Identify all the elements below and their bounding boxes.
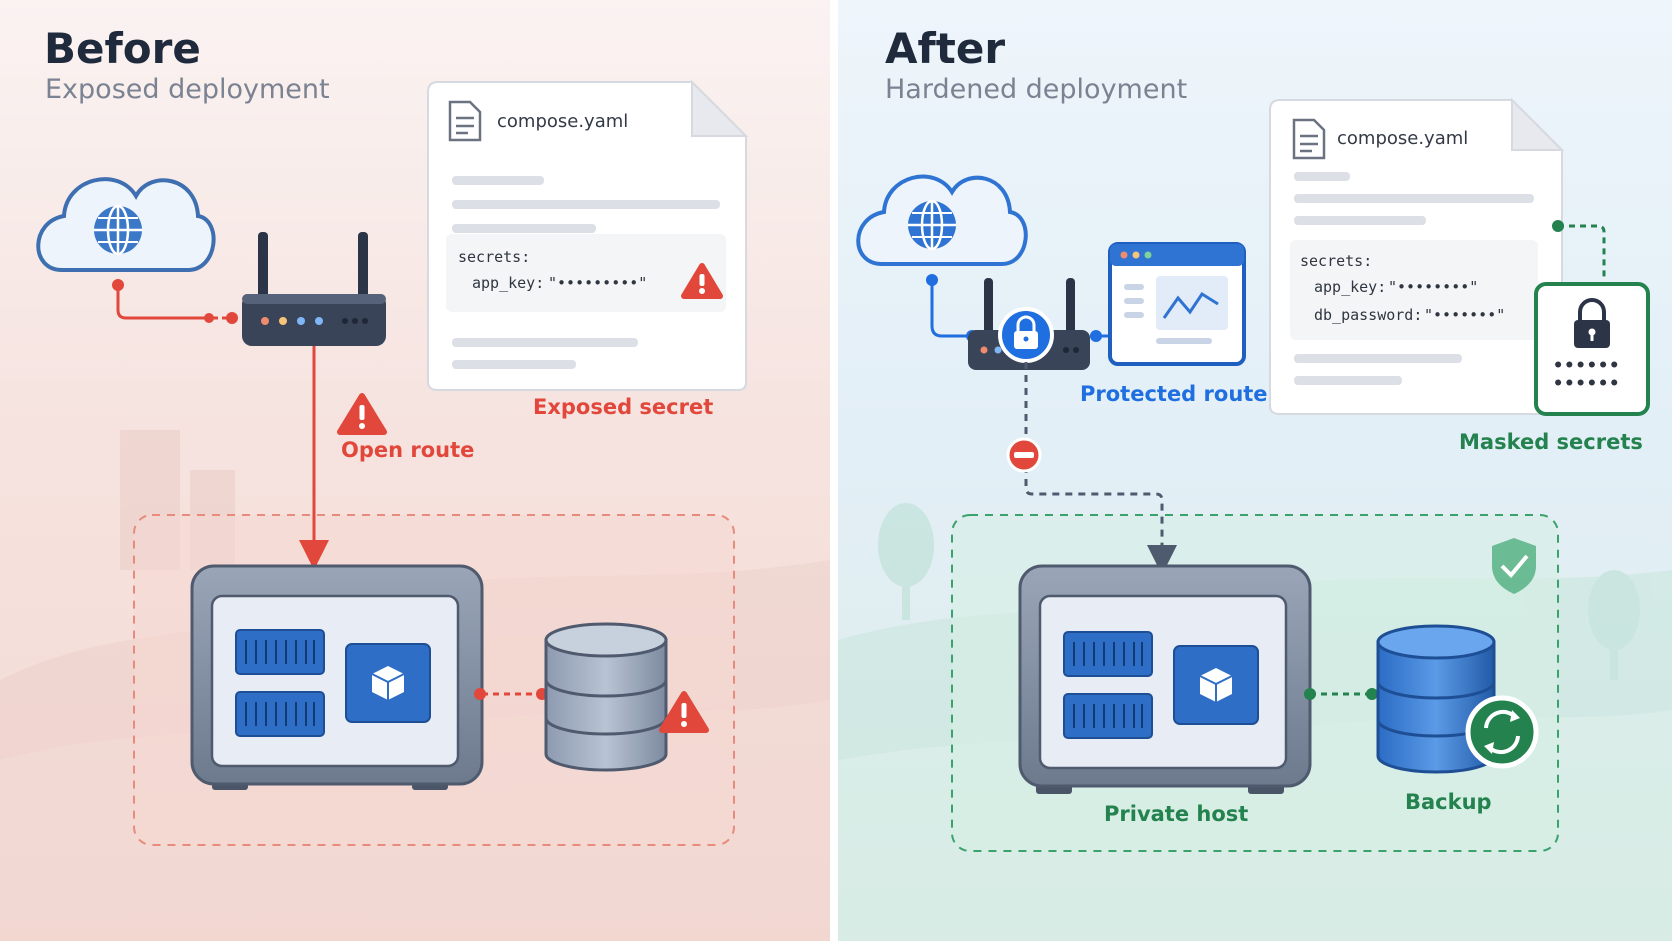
warning-icon: [659, 691, 709, 733]
compose-document: [427, 79, 749, 391]
lock-icon: [998, 307, 1054, 363]
protected-route-label: Protected route: [1080, 382, 1268, 406]
before-secret-value: "•••••••••": [548, 274, 648, 292]
vault-masked-row-1: ••••••: [1553, 356, 1621, 376]
server-host: [1018, 564, 1312, 794]
sync-icon: [1465, 695, 1539, 769]
cube-icon: [1173, 645, 1259, 725]
after-title: After: [885, 24, 1006, 73]
stop-icon: [1006, 437, 1042, 473]
after-subtitle: Hardened deployment: [885, 74, 1188, 105]
router-icon: [242, 232, 386, 346]
after-panel: After Hardened deployment compose.yaml s…: [838, 0, 1672, 941]
before-panel: Before Exposed deployment compose.yaml s…: [0, 0, 830, 941]
container-icon: [1063, 631, 1153, 677]
cloud-globe-icon: [856, 174, 1028, 266]
cloud-globe-icon: [36, 177, 216, 272]
after-secret-value-1: "••••••••": [1388, 278, 1479, 296]
container-icon: [235, 629, 325, 675]
secret-vault: [1534, 282, 1650, 416]
cube-icon: [345, 643, 431, 723]
open-route-label: Open route: [341, 438, 475, 462]
after-diagram: [838, 97, 1672, 941]
vault-masked-row-2: ••••••: [1553, 374, 1621, 394]
after-secret-value-2: "•••••••": [1424, 306, 1506, 324]
after-secrets-header: secrets:: [1300, 252, 1373, 270]
cloud-router-link: [116, 285, 204, 320]
blocked-route: [1024, 362, 1177, 575]
warning-icon: [337, 393, 387, 435]
before-title: Before: [44, 24, 201, 73]
before-secrets-header: secrets:: [458, 248, 531, 266]
before-subtitle: Exposed deployment: [45, 74, 330, 105]
container-icon: [235, 691, 325, 737]
warning-icon: [681, 263, 723, 299]
compose-document: [1269, 97, 1565, 415]
document-icon: [1292, 118, 1326, 160]
exposed-secret-label: Exposed secret: [533, 395, 714, 419]
masked-secrets-label: Masked secrets: [1459, 430, 1643, 454]
before-file-name: compose.yaml: [497, 111, 629, 132]
after-secret-key-2: db_password:: [1314, 306, 1423, 324]
document-icon: [448, 100, 482, 142]
dashboard-icon: [1108, 242, 1246, 366]
before-diagram: [0, 79, 830, 941]
database-icon: [1376, 624, 1496, 774]
database-icon: [544, 622, 668, 772]
server-host: [190, 564, 484, 790]
container-icon: [1063, 693, 1153, 739]
private-host-label: Private host: [1104, 802, 1249, 826]
shield-check-icon: [1492, 538, 1536, 594]
lock-icon: [1574, 298, 1610, 348]
backup-label: Backup: [1405, 790, 1492, 814]
panel-divider: [830, 0, 838, 941]
before-secret-key: app_key:: [472, 274, 545, 292]
after-file-name: compose.yaml: [1337, 128, 1469, 149]
cloud-router-link: [930, 280, 972, 338]
after-secret-key-1: app_key:: [1314, 278, 1387, 296]
